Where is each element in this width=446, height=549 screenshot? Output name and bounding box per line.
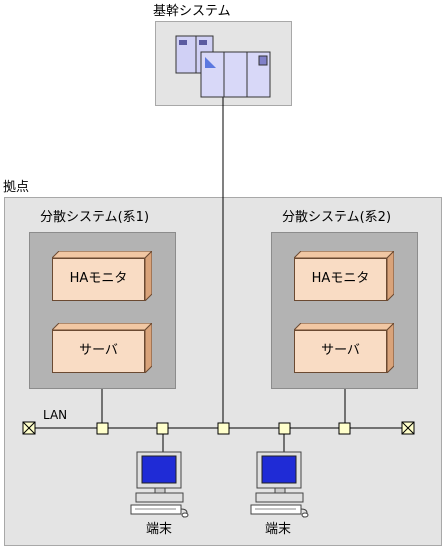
terminal-1-icon [130, 451, 189, 518]
lan-node-dist2 [338, 422, 351, 435]
ha-monitor-1-label: HAモニタ [69, 271, 128, 286]
server-1-label: サーバ [79, 343, 118, 358]
server-2-shape [294, 323, 394, 373]
lan-label: LAN [43, 408, 68, 422]
lan-terminator-right-icon [401, 421, 415, 435]
lan-node-dist1 [96, 422, 109, 435]
server-2: サーバ [294, 323, 394, 373]
lan-node-terminal2 [278, 422, 291, 435]
terminal-1-label: 端末 [146, 522, 173, 537]
server-1: サーバ [52, 323, 152, 373]
dist-system-1-label: 分散システム(系1) [40, 210, 150, 225]
terminal-2-label: 端末 [265, 522, 292, 537]
lan-node-core [217, 422, 230, 435]
site-label: 拠点 [3, 180, 30, 195]
terminal-2-icon [250, 451, 309, 518]
ha-monitor-2-label: HAモニタ [311, 271, 370, 286]
core-system-icon [175, 35, 271, 98]
ha-monitor-1: HAモニタ [52, 251, 152, 301]
ha-monitor-2: HAモニタ [294, 251, 394, 301]
ha-monitor-2-shape [294, 251, 394, 301]
server-1-shape [52, 323, 152, 373]
dist-system-2-label: 分散システム(系2) [282, 210, 392, 225]
lan-terminator-left-icon [22, 421, 36, 435]
lan-node-terminal1 [156, 422, 169, 435]
core-system-label: 基幹システム [153, 4, 231, 19]
server-2-label: サーバ [321, 343, 360, 358]
ha-monitor-1-shape [52, 251, 152, 301]
